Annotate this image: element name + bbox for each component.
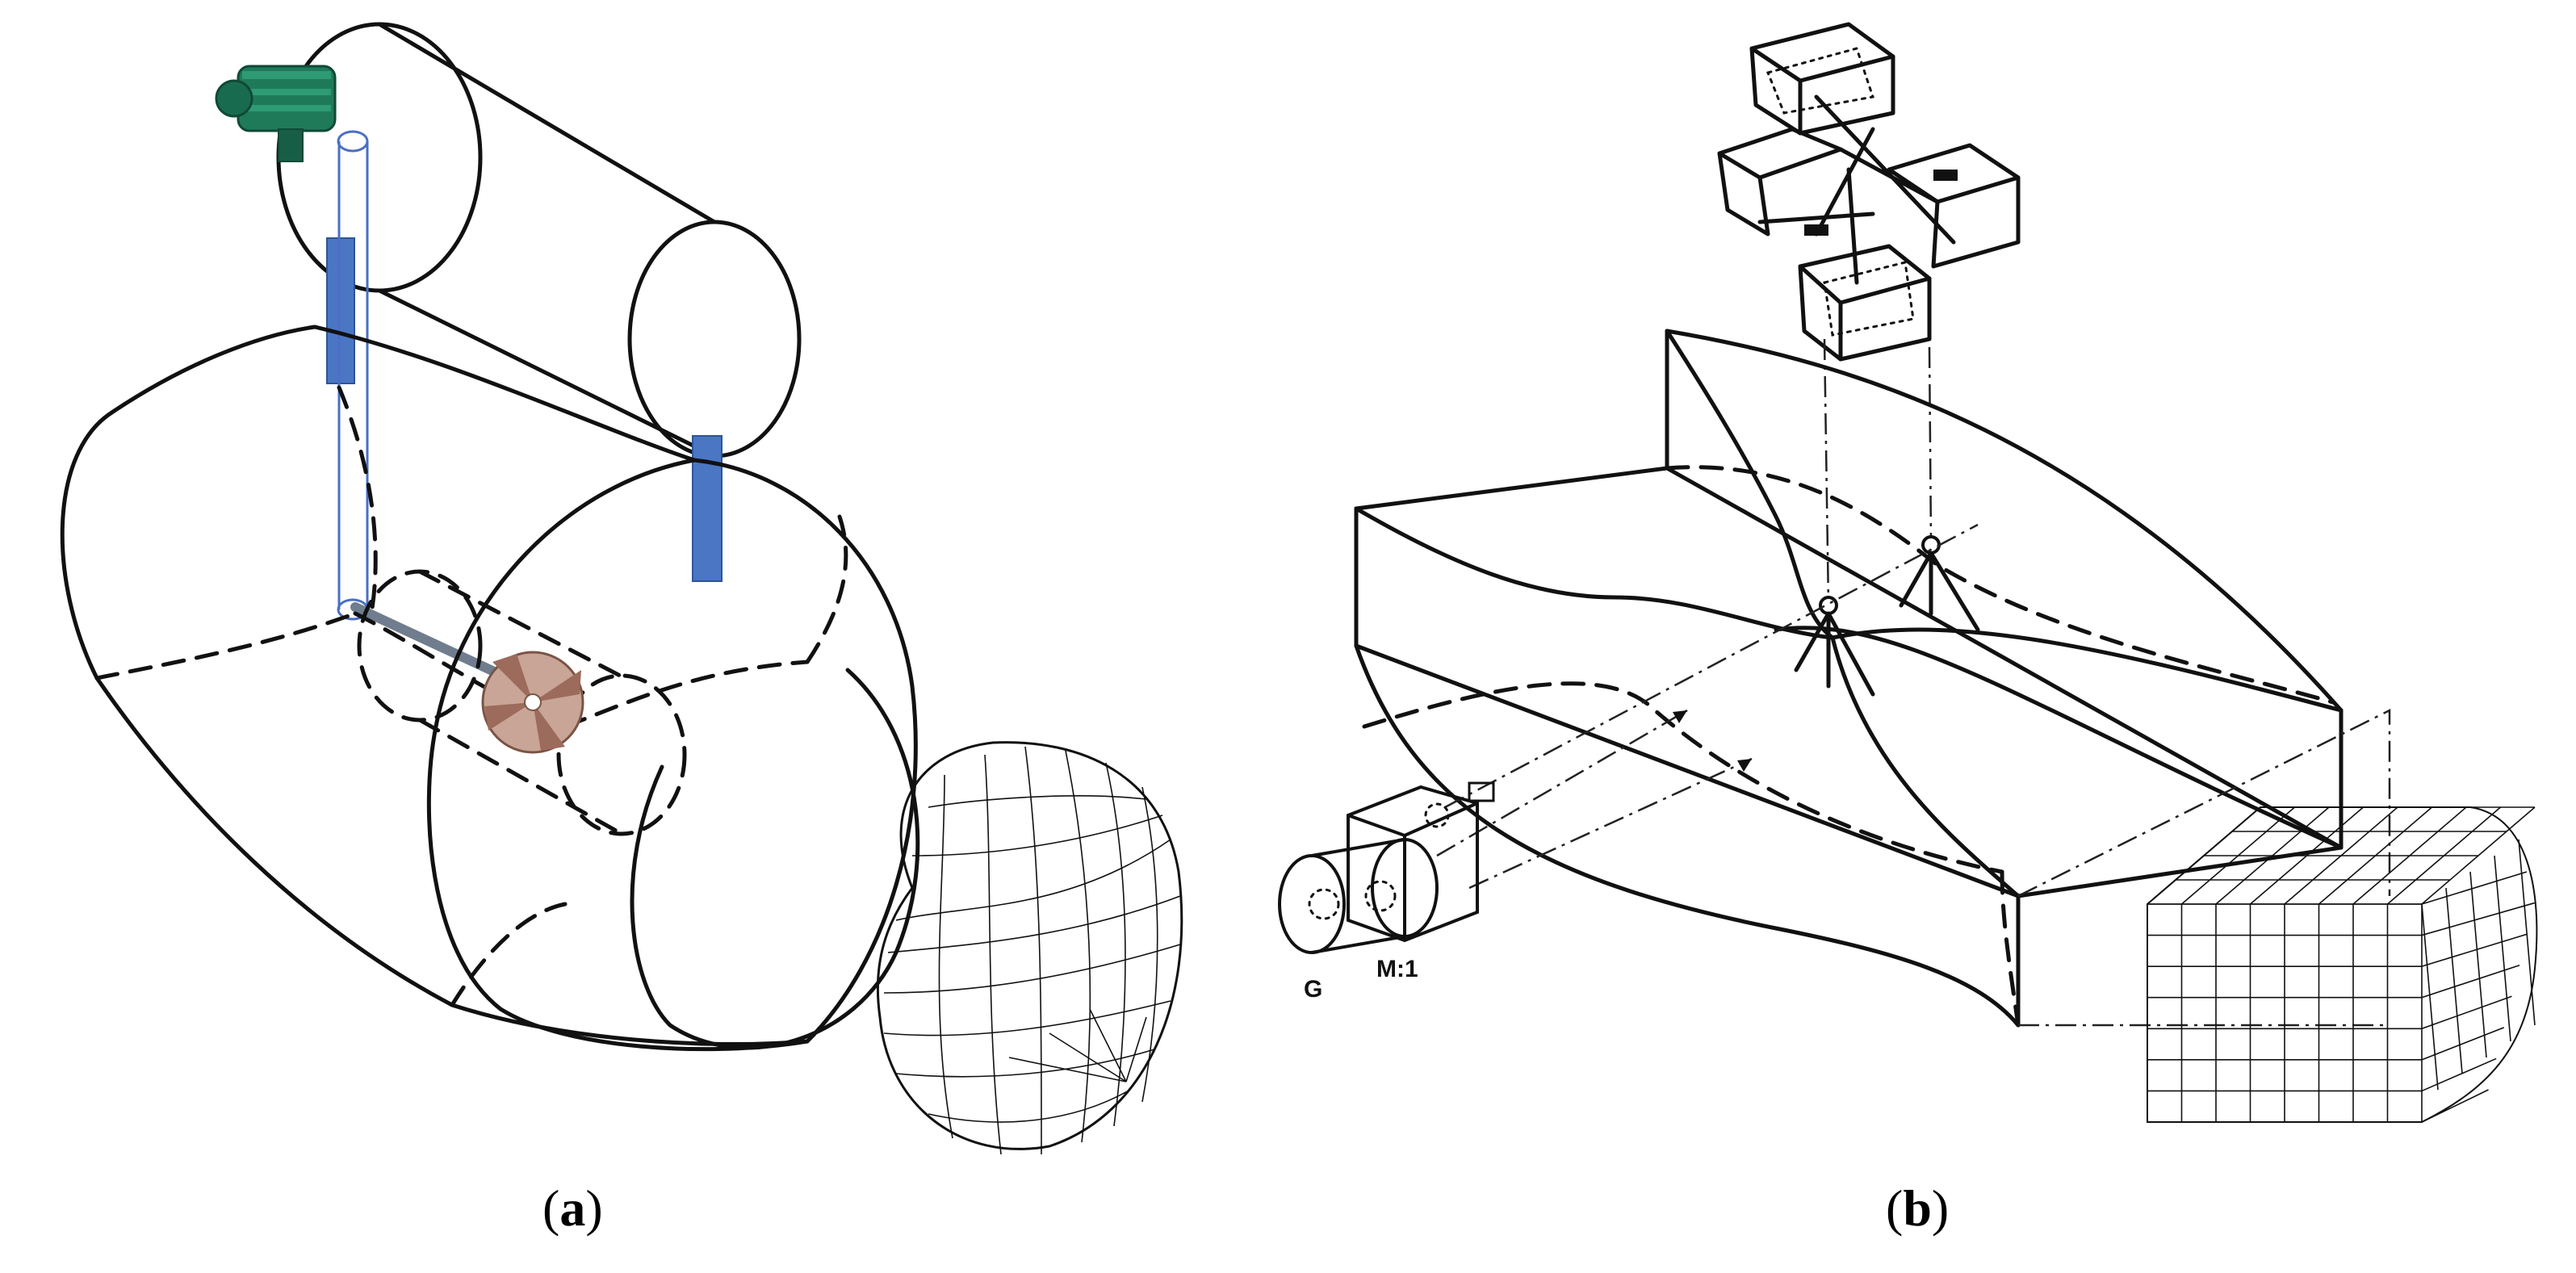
caption-a-open: ( — [542, 1179, 560, 1237]
spherical-mesh — [876, 741, 1183, 1155]
axis-1 — [1823, 338, 1830, 606]
caption-b-open: ( — [1886, 1179, 1904, 1237]
support-post-right — [692, 435, 723, 582]
turbine-icon — [1717, 22, 2021, 362]
axis-2 — [1928, 346, 1933, 542]
caption-a-close: ) — [585, 1179, 603, 1237]
upper-cylinder — [276, 22, 802, 459]
caption-b-close: ) — [1931, 1179, 1950, 1237]
gearbox-icon — [1347, 781, 1495, 943]
hidden-lines — [94, 385, 848, 1007]
main-body — [60, 325, 920, 1052]
drive-belt — [337, 141, 369, 609]
rectangular-mesh — [2147, 806, 2538, 1123]
support-post-left — [326, 237, 355, 384]
generator-label: G — [1304, 976, 1322, 1003]
caption-a: (a) — [542, 1179, 603, 1238]
turbine-mounts — [1794, 535, 1980, 697]
drive-shaft — [350, 602, 521, 687]
flume-tank — [1354, 329, 2344, 1028]
propeller-icon — [481, 651, 584, 754]
caption-b-letter: b — [1903, 1179, 1932, 1237]
caption-a-letter: a — [559, 1179, 586, 1237]
gearbox-label: M:1 — [1376, 956, 1418, 982]
caption-b: (b) — [1886, 1179, 1949, 1238]
panel-b-drawing: G M:1 — [1278, 22, 2538, 1123]
panel-a-drawing — [60, 22, 1183, 1155]
motor-icon — [215, 65, 337, 162]
flow-lines — [1436, 523, 2391, 1027]
